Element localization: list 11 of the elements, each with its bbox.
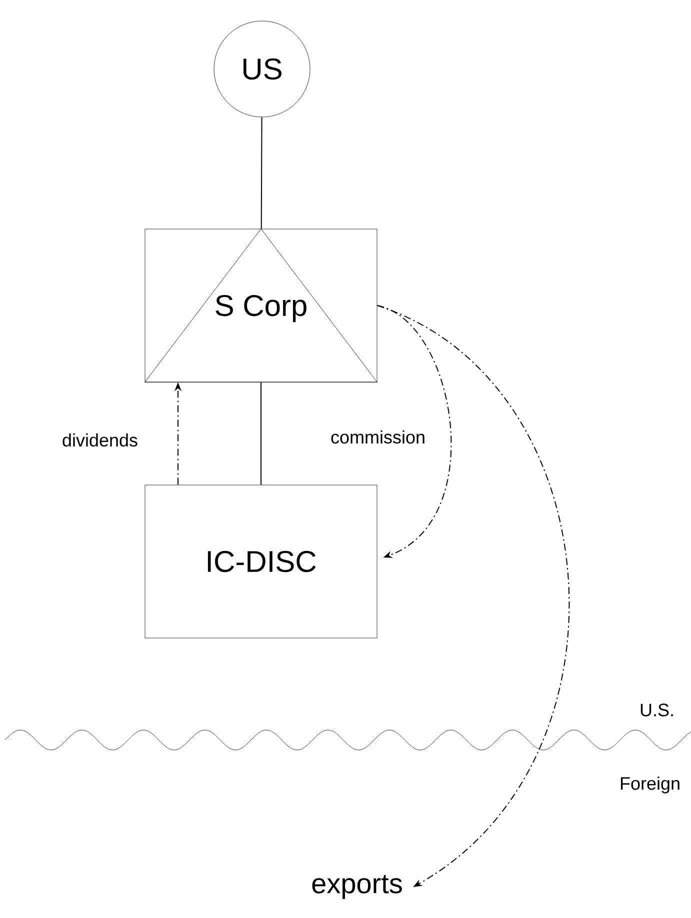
edge-label: dividends xyxy=(60,432,140,448)
edge-label: commission xyxy=(330,429,427,445)
connector-line xyxy=(260,382,262,486)
connector-line xyxy=(260,116,262,230)
triangle-box: S Corp xyxy=(144,228,378,382)
arrow xyxy=(376,305,452,558)
node-text: exports xyxy=(312,875,402,899)
circle-node: US xyxy=(214,20,310,118)
region-label: Foreign xyxy=(620,776,680,794)
region-label: U.S. xyxy=(640,704,673,716)
entity-box: IC-DISC xyxy=(144,484,378,638)
